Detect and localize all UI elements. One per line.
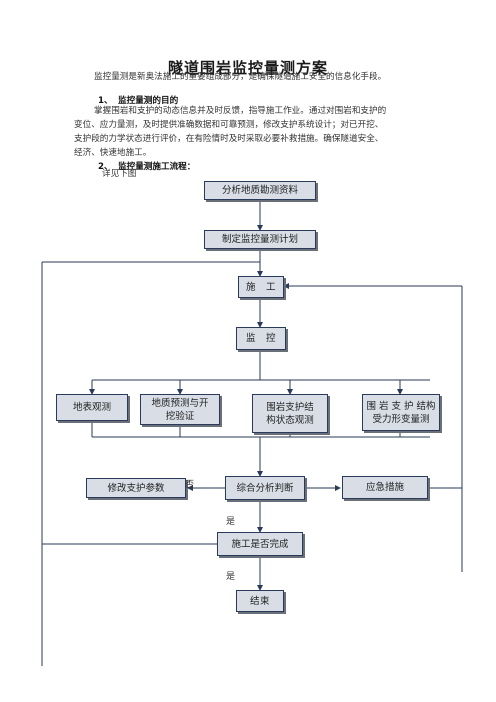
section2-note: 详见下图 bbox=[102, 169, 137, 179]
flow-obs-geology-line2: 挖验证 bbox=[165, 410, 195, 422]
section1-line3: 支护段的力学状态进行评价，在有险情时及时采取必要补救措施。确保隧道安全、 bbox=[74, 134, 384, 144]
flow-step-complete: 施工是否完成 bbox=[217, 532, 303, 556]
section1-title: 监控量测的目的 bbox=[118, 96, 179, 106]
flow-obs-geology: 地质预测与开 挖验证 bbox=[140, 394, 220, 425]
intro-paragraph: 监控量测是新奥法施工的重要组成部分，是确保隧道施工安全的信息化手段。 bbox=[94, 72, 387, 82]
flow-step-judge: 综合分析判断 bbox=[225, 476, 305, 500]
flow-obs-surface: 地表观测 bbox=[56, 394, 128, 421]
flow-label-no: 否 bbox=[185, 480, 195, 490]
document-title: 隧道围岩监控量测方案 bbox=[167, 59, 328, 77]
section1-line4: 经济、快速地施工。 bbox=[74, 148, 152, 158]
flow-step-end: 结束 bbox=[236, 590, 284, 612]
section2-title: 监控量测施工流程： bbox=[118, 162, 196, 172]
flow-obs-stress: 围 岩 支 护 结构 受力形变量测 bbox=[362, 394, 440, 431]
section1-line2: 变位、应力量测，及时提供准确数据和可靠预测，修改支护系统设计；对已开挖、 bbox=[74, 120, 384, 130]
section1-line1: 掌握围岩和支护的动态信息并及时反馈，指导施工作业。通过对围岩和支护的 bbox=[94, 106, 387, 116]
flow-obs-stress-line1: 围 岩 支 护 结构 bbox=[366, 400, 436, 412]
flow-obs-support-line2: 构状态观测 bbox=[266, 414, 314, 426]
flow-obs-support-line1: 围岩支护结 bbox=[266, 401, 314, 413]
flow-step-plan: 制定监控量测计划 bbox=[204, 230, 316, 249]
flow-step-emergency: 应急措施 bbox=[342, 476, 428, 499]
section2-heading: 2、监控量测施工流程： bbox=[98, 160, 195, 172]
flow-step-modify: 修改支护参数 bbox=[86, 478, 186, 498]
flow-label-yes-1: 是 bbox=[226, 517, 236, 527]
flow-obs-geology-line1: 地质预测与开 bbox=[151, 397, 209, 409]
flow-obs-support: 围岩支护结 构状态观测 bbox=[252, 394, 328, 433]
flow-step-analyze: 分析地质勘测资料 bbox=[204, 181, 316, 200]
section2-number: 2、 bbox=[98, 162, 113, 172]
section1-heading: 1、监控量测的目的 bbox=[98, 94, 178, 106]
flow-obs-stress-line2: 受力形变量测 bbox=[372, 413, 430, 425]
section1-number: 1、 bbox=[98, 96, 113, 106]
flow-step-construct: 施 工 bbox=[238, 276, 284, 298]
flow-step-monitor: 监 控 bbox=[236, 327, 286, 350]
flow-label-yes-2: 是 bbox=[226, 572, 236, 582]
